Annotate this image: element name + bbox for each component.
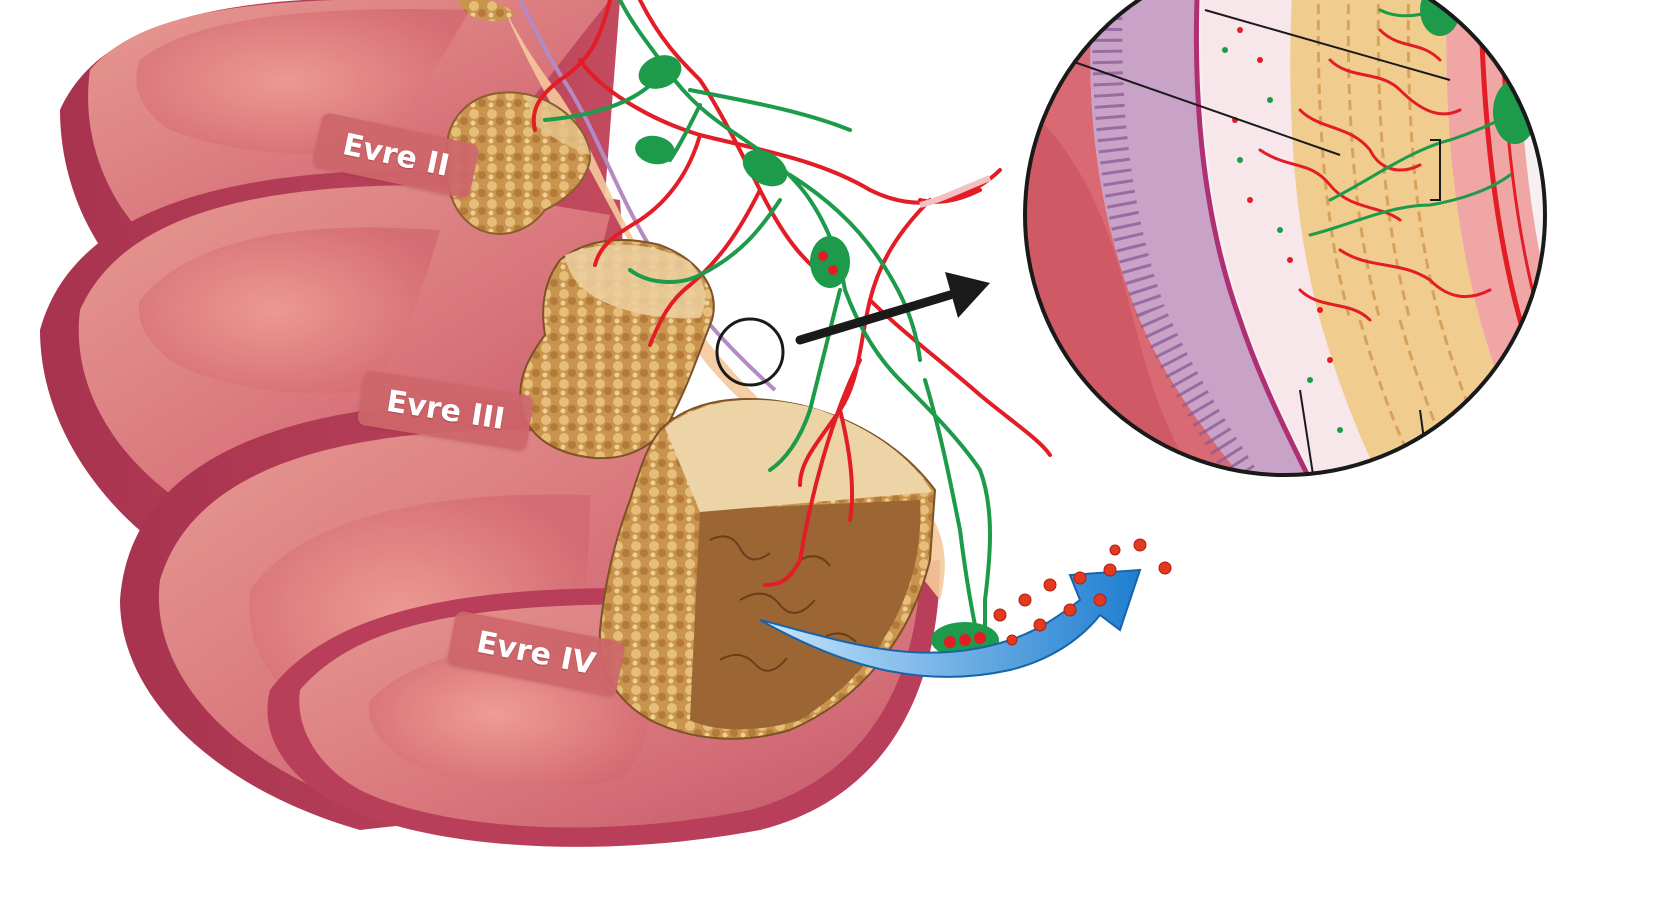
circle-outline-icon bbox=[715, 317, 785, 387]
arrow-right-icon bbox=[795, 272, 990, 345]
magnified-wall-section bbox=[1023, 0, 1547, 477]
tumor-stage-1 bbox=[457, 0, 515, 22]
colon-body bbox=[40, 0, 945, 847]
lymph-nodes bbox=[635, 55, 999, 658]
blood-vessels bbox=[531, 0, 1052, 587]
tumor-stage-2 bbox=[445, 91, 592, 235]
tumor-stage-3 bbox=[519, 239, 715, 460]
magnifier-outline bbox=[1023, 0, 1547, 477]
curved-arrow-icon bbox=[759, 568, 1142, 678]
metastatic-cells bbox=[993, 538, 1172, 646]
